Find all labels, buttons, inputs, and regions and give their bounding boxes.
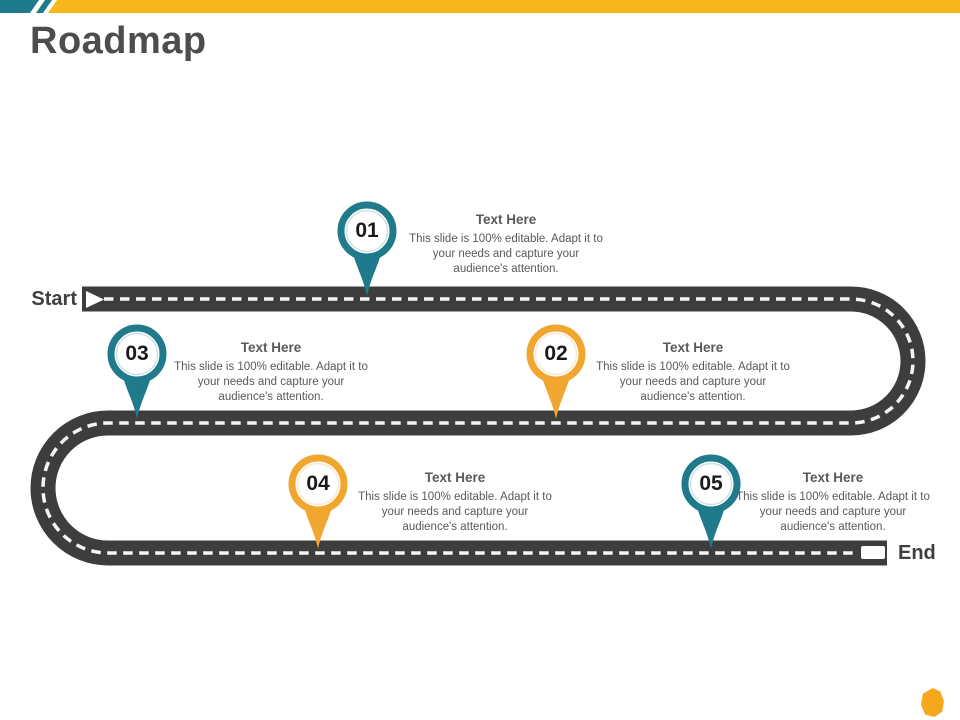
pin-number: 01	[355, 219, 379, 242]
pin-icon	[681, 454, 741, 549]
top-accent-bar	[0, 0, 960, 13]
text-block-05: Text Here This slide is 100% editable. A…	[713, 470, 953, 535]
map-pin-04: 04	[280, 454, 356, 550]
map-pin-05: 05	[673, 454, 749, 550]
text-block-title: Text Here	[424, 470, 486, 485]
pin-icon	[107, 324, 167, 419]
pin-number: 04	[306, 472, 330, 495]
text-block-title: Text Here	[240, 340, 302, 355]
text-block-01: Text Here This slide is 100% editable. A…	[386, 212, 626, 277]
start-label: Start	[31, 288, 77, 310]
text-block-body: This slide is 100% editable. Adapt it to…	[358, 491, 552, 533]
road-center-dashes	[41, 297, 915, 555]
map-pin-01: 01	[329, 201, 405, 297]
text-block-04: Text Here This slide is 100% editable. A…	[335, 470, 575, 535]
text-block-title: Text Here	[662, 340, 724, 355]
text-block-02: Text Here This slide is 100% editable. A…	[573, 340, 813, 405]
text-block-03: Text Here This slide is 100% editable. A…	[151, 340, 391, 405]
top-bar-teal-segment	[0, 0, 39, 13]
text-block-body: This slide is 100% editable. Adapt it to…	[174, 361, 368, 403]
text-block-body: This slide is 100% editable. Adapt it to…	[736, 491, 930, 533]
text-block-title: Text Here	[802, 470, 864, 485]
map-pin-03: 03	[99, 324, 175, 420]
page-title: Roadmap	[30, 20, 207, 62]
pin-number: 02	[544, 342, 568, 365]
start-arrow-icon	[86, 291, 104, 308]
pin-icon	[337, 201, 397, 296]
pin-icon	[288, 454, 348, 549]
corner-accent-shape	[921, 688, 944, 717]
end-label: End	[898, 542, 936, 564]
pin-icon	[526, 324, 586, 419]
pin-number: 03	[125, 342, 149, 365]
top-bar-yellow-segment	[48, 0, 960, 13]
end-marker-icon	[861, 546, 885, 559]
map-pin-02: 02	[518, 324, 594, 420]
text-block-title: Text Here	[475, 212, 537, 227]
pin-number: 05	[699, 472, 723, 495]
text-block-body: This slide is 100% editable. Adapt it to…	[596, 361, 790, 403]
top-bar-teal-sliver	[36, 0, 52, 13]
text-block-body: This slide is 100% editable. Adapt it to…	[409, 233, 603, 275]
